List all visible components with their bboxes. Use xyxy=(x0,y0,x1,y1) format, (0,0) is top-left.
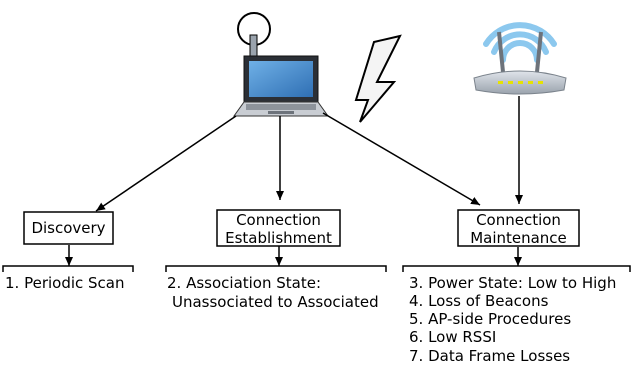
bracket-maintenance xyxy=(402,265,631,272)
box-maintenance-line2: Maintenance xyxy=(470,229,567,247)
list-item: 5. AP-side Procedures xyxy=(409,310,571,328)
list-item: 4. Loss of Beacons xyxy=(409,292,549,310)
box-discovery: Discovery xyxy=(23,211,114,245)
arrow-to-maintenance xyxy=(322,112,481,206)
box-connection-maintenance: Connection Maintenance xyxy=(457,209,580,247)
wifi-router-icon xyxy=(473,22,567,95)
list-maintenance: 3. Power State: Low to High 4. Loss of B… xyxy=(409,274,616,365)
bracket-discovery xyxy=(2,265,134,272)
list-item: 2. Association State: xyxy=(167,274,321,292)
list-item: Unassociated to Associated xyxy=(172,293,379,311)
arrow-to-discovery xyxy=(95,115,237,212)
antenna-icon xyxy=(237,12,271,58)
list-item: 3. Power State: Low to High xyxy=(409,274,616,292)
brackets xyxy=(2,265,631,272)
arrows xyxy=(65,96,523,266)
box-connection-establishment: Connection Establishment xyxy=(216,209,341,247)
list-item: 1. Periodic Scan xyxy=(5,274,125,292)
box-maintenance-line1: Connection xyxy=(476,211,561,229)
list-item: 6. Low RSSI xyxy=(409,328,496,346)
list-establishment: 2. Association State: Unassociated to As… xyxy=(167,274,379,311)
box-establishment-line2: Establishment xyxy=(225,229,332,247)
laptop-icon xyxy=(233,55,329,117)
list-item: 7. Data Frame Losses xyxy=(409,347,570,365)
bracket-establishment xyxy=(165,265,387,272)
lightning-bolt-icon xyxy=(354,34,402,123)
box-establishment-line1: Connection xyxy=(236,211,321,229)
list-discovery: 1. Periodic Scan xyxy=(5,274,125,292)
box-discovery-label: Discovery xyxy=(31,219,105,237)
